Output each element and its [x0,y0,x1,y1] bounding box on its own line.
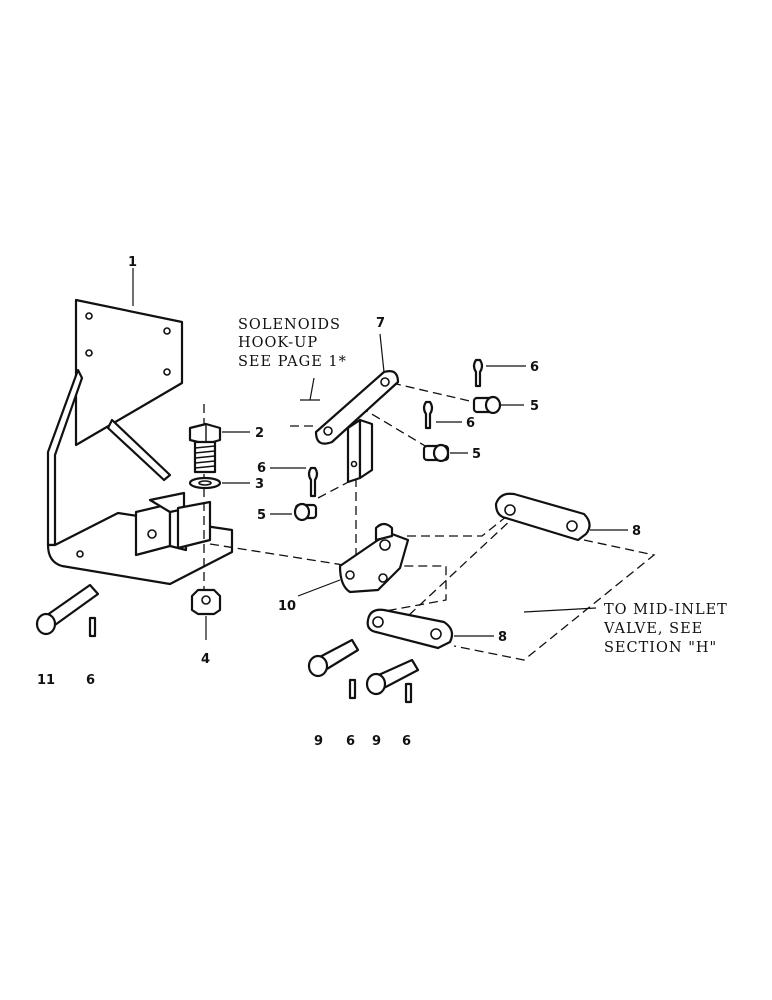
pin-5-middle [422,443,450,463]
callout-6: 6 [86,673,95,688]
callout-6: 6 [257,461,266,476]
callout-5: 5 [530,399,539,414]
svg-text:VALVE, SEE: VALVE, SEE [603,621,703,637]
callout-9: 9 [314,734,323,749]
callout-11: 11 [37,673,55,688]
callout-6: 6 [346,734,355,749]
callout-2: 2 [255,426,264,441]
callout-9: 9 [372,734,381,749]
callout-10: 10 [278,599,296,614]
cotter-pin-middle [422,400,434,430]
mounting-bracket [46,298,234,586]
pin-5-upper [472,395,502,415]
svg-text:SOLENOIDS: SOLENOIDS [238,317,341,333]
callout-6: 6 [402,734,411,749]
svg-text:HOOK-UP: HOOK-UP [238,335,318,351]
link-lower [366,608,454,650]
callout-numbers: 1 2 3 4 5 5 5 6 6 6 6 6 6 7 8 8 9 9 10 1… [37,255,641,749]
svg-text:SEE PAGE 1*: SEE PAGE 1* [238,354,347,370]
cotter-pin-9b [404,682,413,704]
long-pin [35,583,100,636]
note-solenoids-hookup: SOLENOIDS HOOK-UP SEE PAGE 1* [238,317,347,370]
pin-5-lower [293,502,318,522]
callout-6: 6 [530,360,539,375]
cotter-pin-left [307,466,319,498]
callout-6: 6 [466,416,475,431]
callout-5: 5 [257,508,266,523]
clevis-bracket [338,522,410,594]
washer [188,476,222,490]
lever [314,370,400,484]
callout-8: 8 [632,524,641,539]
callout-4: 4 [201,652,210,667]
pin-9-left [307,638,360,678]
cotter-pin-11 [88,616,97,638]
nut [190,588,222,616]
link-upper [494,492,591,542]
pin-9-right [365,658,420,696]
callout-8: 8 [498,630,507,645]
callout-5: 5 [472,447,481,462]
svg-text:SECTION "H": SECTION "H" [604,640,717,656]
callout-1: 1 [128,255,137,270]
svg-text:TO MID-INLET: TO MID-INLET [604,602,728,618]
cotter-pin-upper [472,358,484,388]
callout-7: 7 [376,316,385,331]
callout-3: 3 [255,477,264,492]
leader-lines [132,268,628,640]
note-mid-inlet-valve: TO MID-INLET VALVE, SEE SECTION "H" [603,602,728,656]
cotter-pin-9a [348,678,357,700]
bolt [188,422,222,474]
